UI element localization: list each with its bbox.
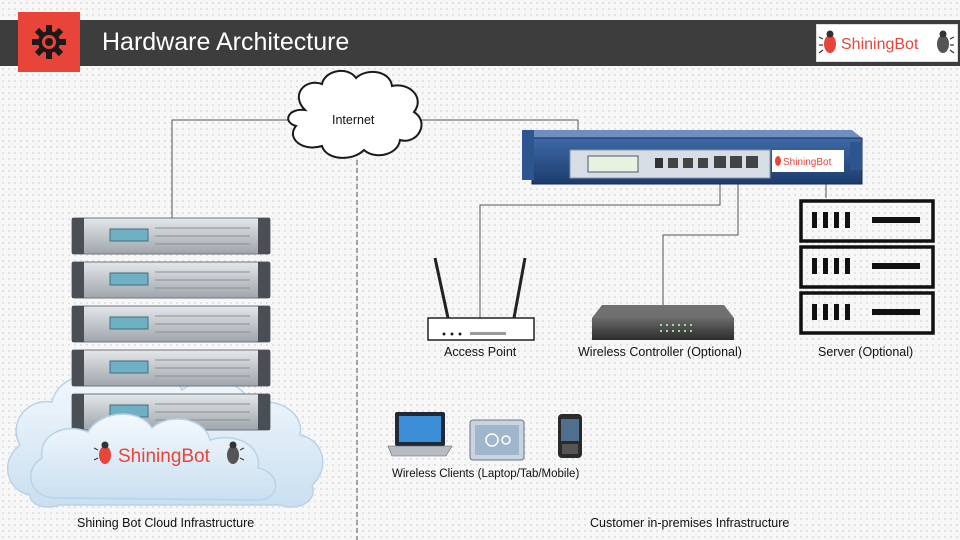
rack-server-4 [71, 349, 271, 387]
logo-text: ShiningBot [841, 36, 919, 53]
on-premises-label: Customer in-premises Infrastructure [590, 516, 790, 530]
bug-icon-right [937, 30, 955, 54]
bug-icon-right [227, 441, 245, 464]
brand-logo: ShiningBot [816, 24, 958, 62]
server-icon [799, 199, 935, 335]
access-point-icon [427, 257, 535, 341]
header-bar: Hardware Architecture [0, 12, 960, 72]
wireless-controller-icon [592, 305, 734, 340]
wireless-clients-label: Wireless Clients (Laptop/Tab/Mobile) [392, 468, 580, 480]
rack-server-2 [71, 261, 271, 299]
server-stack [71, 217, 271, 431]
cloud-logo-text: ShiningBot [118, 446, 211, 467]
router-appliance: ShiningBot [522, 130, 863, 185]
page-title: Hardware Architecture [102, 28, 350, 56]
bug-icon [93, 441, 111, 464]
cloud-infrastructure-front-cloud [30, 413, 277, 501]
rack-server-3 [71, 305, 271, 343]
cloud-infrastructure-label: Shining Bot Cloud Infrastructure [77, 516, 255, 530]
rack-server-1 [71, 217, 271, 255]
access-point-label: Access Point [444, 345, 517, 359]
gear-icon [32, 25, 66, 59]
laptop-icon [387, 412, 453, 457]
tablet-icon [469, 419, 525, 461]
header-icon-box [18, 12, 80, 72]
server-label: Server (Optional) [818, 345, 914, 359]
internet-label: Internet [332, 113, 375, 127]
internet-cloud [287, 69, 423, 159]
router-logo-text: ShiningBot [783, 157, 832, 168]
cloud-logo: ShiningBot [93, 441, 245, 467]
mobile-phone-icon [558, 414, 582, 458]
bug-icon [818, 30, 836, 54]
wireless-controller-label: Wireless Controller (Optional) [578, 345, 742, 359]
